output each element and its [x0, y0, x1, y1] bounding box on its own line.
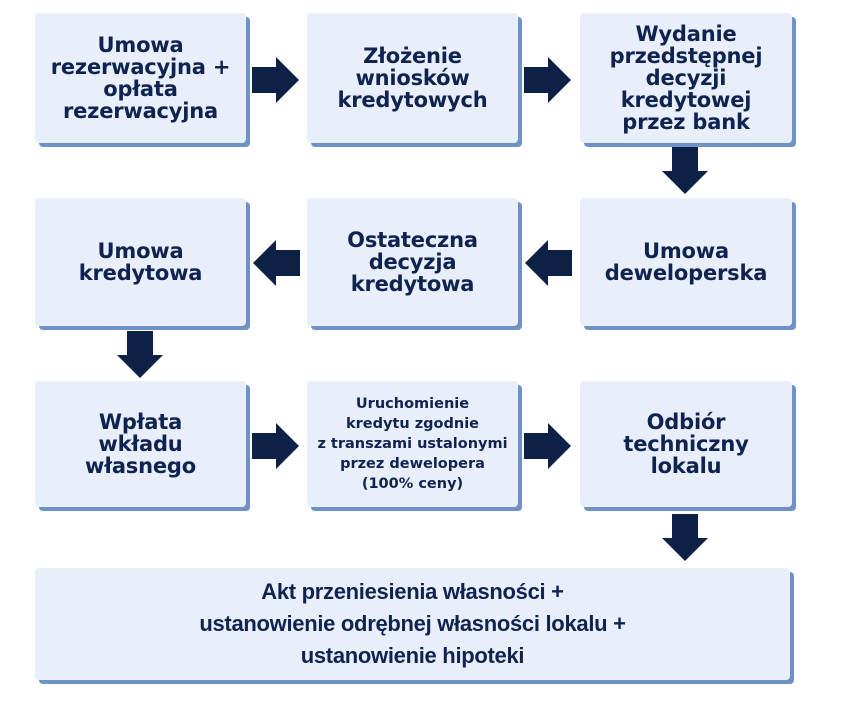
step-umowa-deweloperska: Umowa deweloperska [580, 198, 792, 326]
step-label: Umowa kredytowa [78, 239, 203, 285]
arrow-right-icon [524, 57, 572, 103]
arrow-down-icon [662, 514, 708, 562]
step-odbior-techniczny: Odbiór techniczny lokalu [580, 381, 792, 507]
step-zlozenie-wnioskow: Złożenie wniosków kredytowych [307, 13, 518, 143]
arrow-right-icon [252, 57, 300, 103]
step-akt-przeniesienia: Akt przeniesienia własności + ustanowien… [35, 568, 790, 680]
step-label: Uruchomienie kredytu zgodnie z transzami… [317, 396, 508, 492]
step-label: Odbiór techniczny lokalu [623, 410, 749, 478]
arrow-right-icon [252, 423, 300, 469]
arrow-left-icon [252, 240, 300, 286]
step-uruchomienie-kredytu: Uruchomienie kredytu zgodnie z transzami… [307, 381, 518, 507]
step-label: Złożenie wniosków kredytowych [337, 44, 488, 112]
step-wplata-wkladu: Wpłata wkładu własnego [35, 381, 246, 507]
step-przedstepna-decyzja: Wydanie przedstępnej decyzji kredytowej … [580, 13, 792, 143]
step-label: Umowa deweloperska [604, 239, 768, 285]
step-label: Wydanie przedstępnej decyzji kredytowej … [609, 22, 763, 134]
step-label: Ostateczna decyzja kredytowa [347, 228, 478, 296]
arrow-down-icon [117, 331, 163, 379]
step-umowa-kredytowa: Umowa kredytowa [35, 198, 246, 326]
arrow-left-icon [524, 240, 572, 286]
step-label: Umowa rezerwacyjna + opłata rezerwacyjna [50, 33, 231, 123]
arrow-down-icon [662, 147, 708, 195]
step-label: Wpłata wkładu własnego [85, 410, 196, 478]
step-label: Akt przeniesienia własności + ustanowien… [199, 579, 626, 668]
arrow-right-icon [524, 423, 572, 469]
step-umowa-rezerwacyjna: Umowa rezerwacyjna + opłata rezerwacyjna [35, 13, 246, 143]
step-ostateczna-decyzja: Ostateczna decyzja kredytowa [307, 198, 518, 326]
